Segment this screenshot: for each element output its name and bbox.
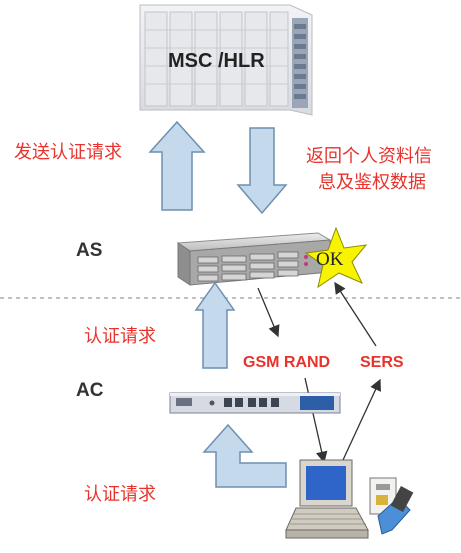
- send-auth-request-label: 发送认证请求: [14, 142, 122, 163]
- sim-card-icon: [369, 477, 414, 535]
- ok-star-badge: [304, 226, 368, 289]
- auth-request-up-arrow: [194, 281, 236, 369]
- msc-hlr-label: MSC /HLR: [168, 50, 265, 72]
- auth-request-lower-label: 认证请求: [84, 484, 156, 505]
- laptop-to-sers-pointer: [342, 378, 381, 461]
- ac-switch-icon: [169, 392, 341, 414]
- ac-label: AC: [76, 380, 104, 401]
- sers-to-ok-pointer: [334, 281, 377, 347]
- auth-request-l-arrow: [202, 423, 287, 488]
- gsm-rand-to-laptop-pointer: [304, 377, 328, 464]
- return-data-label-line2: 息及鉴权数据: [318, 172, 426, 193]
- as-label: AS: [76, 240, 103, 261]
- sers-label: SERS: [360, 354, 404, 371]
- msc-hlr-server-icon: [139, 4, 313, 116]
- gsm-rand-label: GSM RAND: [243, 354, 331, 371]
- send-auth-arrow: [148, 120, 206, 211]
- auth-request-upper-label: 认证请求: [84, 326, 156, 347]
- laptop-icon: [285, 459, 369, 539]
- gsm-rand-pointer: [257, 287, 280, 338]
- return-data-label-line1: 返回个人资料信: [306, 146, 432, 167]
- ok-badge-text: OK: [316, 249, 344, 270]
- as-server-icon: [176, 232, 332, 286]
- return-data-arrow: [236, 127, 288, 215]
